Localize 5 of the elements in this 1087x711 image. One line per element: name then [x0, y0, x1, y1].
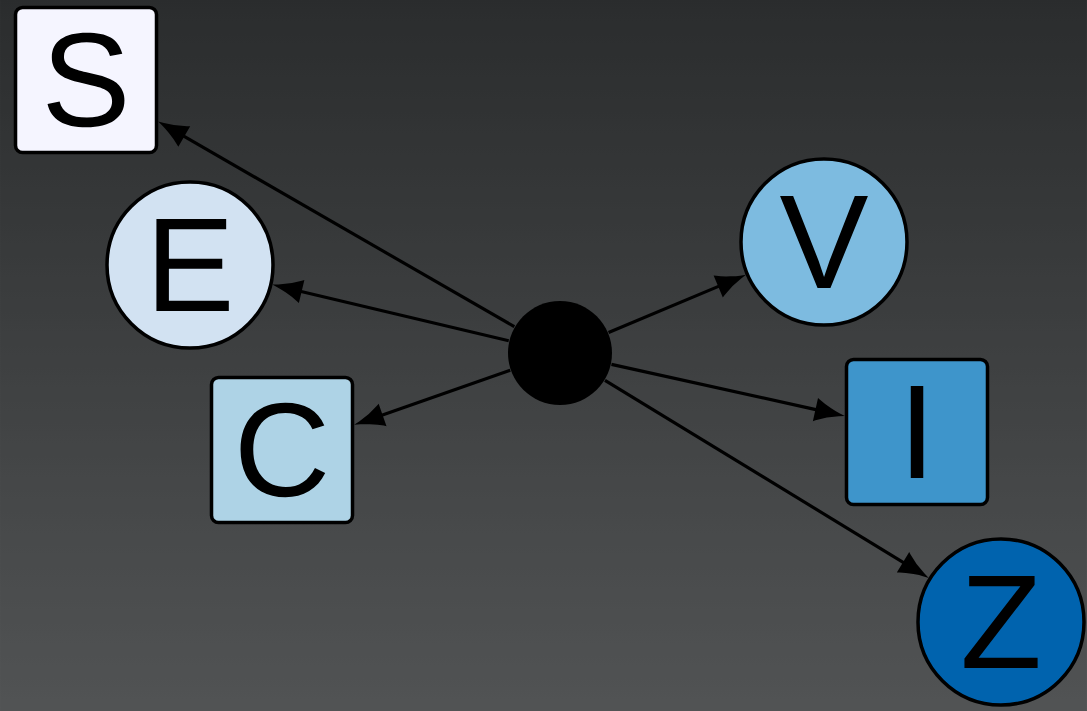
square-node: C — [209, 375, 355, 525]
square-node: S — [13, 5, 159, 155]
circle-node: Z — [916, 537, 1086, 707]
circle-node: V — [739, 157, 909, 327]
dot-node — [508, 301, 612, 405]
